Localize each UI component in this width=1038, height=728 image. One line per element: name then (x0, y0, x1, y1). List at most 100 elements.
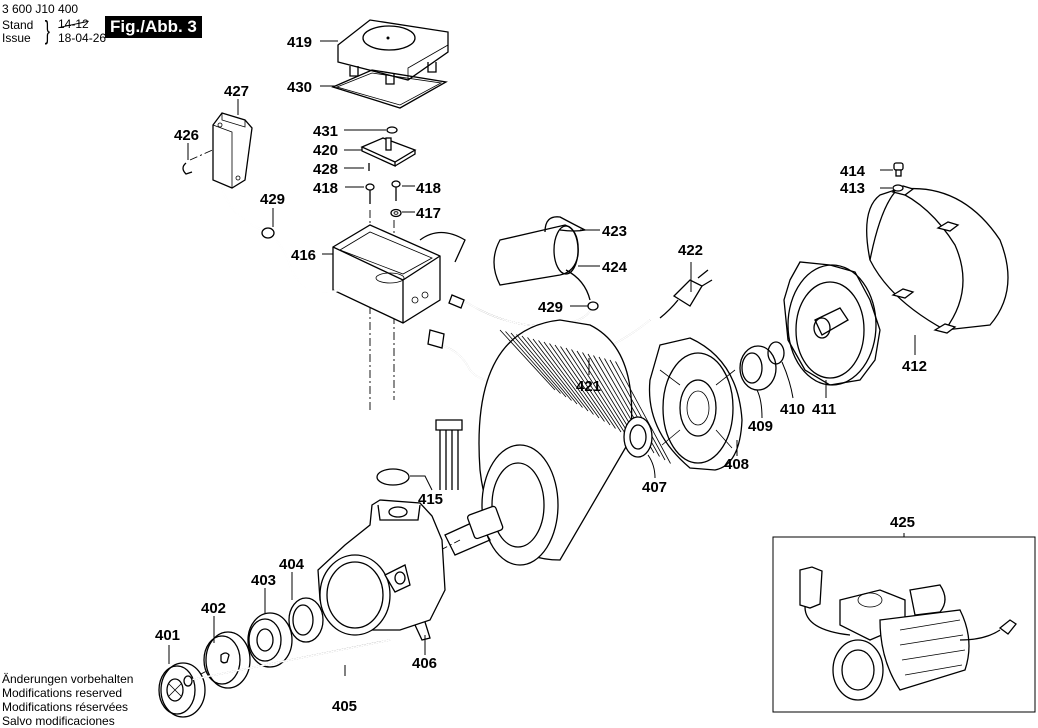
label-418a[interactable]: 418 (313, 180, 338, 197)
part-405-tie-bolt[interactable] (183, 639, 391, 687)
stator-fin (565, 347, 622, 433)
part-401-nut[interactable] (158, 662, 206, 718)
label-407[interactable]: 407 (642, 479, 667, 496)
part-414-screw[interactable] (893, 162, 904, 177)
part-406-pump-housing[interactable] (317, 499, 446, 641)
stator-fin (615, 361, 671, 464)
label-414[interactable]: 414 (840, 163, 866, 180)
part-403-bearing[interactable] (247, 612, 293, 668)
part-402-impeller[interactable] (203, 631, 251, 689)
label-402[interactable]: 402 (201, 600, 226, 617)
label-423[interactable]: 423 (602, 223, 627, 240)
part-424-capacitor[interactable] (493, 224, 591, 301)
part-426-clip[interactable] (182, 162, 193, 175)
part-410-o-ring[interactable] (767, 341, 785, 365)
part-429-grommet[interactable] (261, 227, 275, 239)
label-431[interactable]: 431 (313, 123, 338, 140)
part-408-end-shield[interactable] (648, 337, 743, 471)
stator-fin (521, 335, 578, 405)
stand-label: Stand (2, 18, 34, 32)
label-429a[interactable]: 429 (260, 191, 285, 208)
part-409-seal[interactable] (739, 345, 777, 391)
label-418b[interactable]: 418 (416, 180, 441, 197)
label-412[interactable]: 412 (902, 358, 927, 375)
part-411-fan[interactable] (783, 261, 881, 386)
part-416-terminal-box[interactable] (332, 224, 466, 324)
label-424[interactable]: 424 (602, 259, 628, 276)
part-430-gasket[interactable] (331, 69, 448, 109)
stator-fin (510, 332, 567, 398)
stator-fin (549, 343, 605, 422)
stator-fin (560, 346, 616, 429)
label-429b[interactable]: 429 (538, 299, 563, 316)
modification-notice: Änderungen vorbehalten Modifications res… (2, 672, 133, 728)
notice-es: Salvo modificaciones (2, 714, 115, 728)
label-401[interactable]: 401 (155, 627, 180, 644)
label-409[interactable]: 409 (748, 418, 773, 435)
label-415[interactable]: 415 (418, 491, 443, 508)
stator-fin (527, 337, 583, 408)
brace-symbol: } (44, 15, 50, 45)
stator-fin (609, 359, 666, 461)
label-411[interactable]: 411 (812, 401, 836, 418)
part-404-shaft-seal[interactable] (288, 597, 324, 643)
label-425[interactable]: 425 (890, 514, 915, 531)
part-413-washer[interactable] (892, 184, 904, 192)
label-417[interactable]: 417 (416, 205, 441, 222)
document-number: 3 600 J10 400 (2, 2, 79, 16)
part-418-screw-right[interactable] (391, 180, 401, 201)
stator-fin (571, 349, 627, 436)
stator-fin (576, 350, 633, 440)
part-431-o-ring[interactable] (386, 126, 398, 134)
label-410[interactable]: 410 (780, 401, 805, 418)
label-404[interactable]: 404 (279, 556, 305, 573)
stator-fin (543, 341, 600, 419)
part-412-fan-cover[interactable] (866, 185, 1009, 334)
label-420[interactable]: 420 (313, 142, 338, 159)
callout-labels: 419 430 431 420 428 418 418 417 427 426 … (155, 34, 927, 715)
label-413[interactable]: 413 (840, 180, 865, 197)
notice-de: Änderungen vorbehalten (2, 672, 134, 686)
stator-fin (499, 329, 556, 391)
stator-fin (554, 344, 611, 426)
stator-fin (516, 334, 572, 401)
label-408[interactable]: 408 (724, 456, 749, 473)
cable-terminal (427, 329, 445, 349)
notice-en: Modifications reserved (2, 686, 123, 700)
inset-motor-sketch (799, 566, 1017, 701)
label-405[interactable]: 405 (332, 698, 357, 715)
leader-lines (168, 40, 916, 676)
capacitor-terminal (448, 294, 465, 309)
label-416[interactable]: 416 (291, 247, 316, 264)
stator-fin (538, 340, 594, 415)
notice-fr: Modifications réservées (2, 700, 129, 714)
stator-fin (532, 338, 589, 412)
figure-badge: Fig./Abb. 3 (105, 16, 202, 38)
label-421[interactable]: 421 (576, 378, 601, 395)
old-date-struck: 14-12 (58, 17, 89, 31)
label-430[interactable]: 430 (287, 79, 312, 96)
part-419-cover[interactable] (337, 19, 449, 85)
label-428[interactable]: 428 (313, 161, 338, 178)
part-423-cable-tie[interactable] (544, 216, 587, 233)
label-403[interactable]: 403 (251, 572, 276, 589)
label-419[interactable]: 419 (287, 34, 312, 51)
part-422-plug[interactable] (659, 269, 713, 319)
part-417-washer[interactable] (390, 208, 402, 218)
part-429-grommet-cap[interactable] (587, 301, 599, 311)
motor-stator (435, 319, 671, 566)
part-420-switch-plate[interactable] (360, 137, 417, 168)
label-406[interactable]: 406 (412, 655, 437, 672)
label-426[interactable]: 426 (174, 127, 199, 144)
part-415-o-ring[interactable] (376, 468, 410, 486)
part-418-screw-left[interactable] (365, 183, 375, 204)
inset-complete-assembly[interactable] (772, 536, 1036, 713)
label-422[interactable]: 422 (678, 242, 703, 259)
issue-date: 18-04-26 (58, 31, 107, 45)
issue-label: Issue (2, 31, 31, 45)
stator-fin (505, 331, 561, 394)
label-427[interactable]: 427 (224, 83, 249, 100)
part-427-float-switch[interactable] (212, 112, 253, 189)
part-407-bearing[interactable] (623, 416, 653, 458)
